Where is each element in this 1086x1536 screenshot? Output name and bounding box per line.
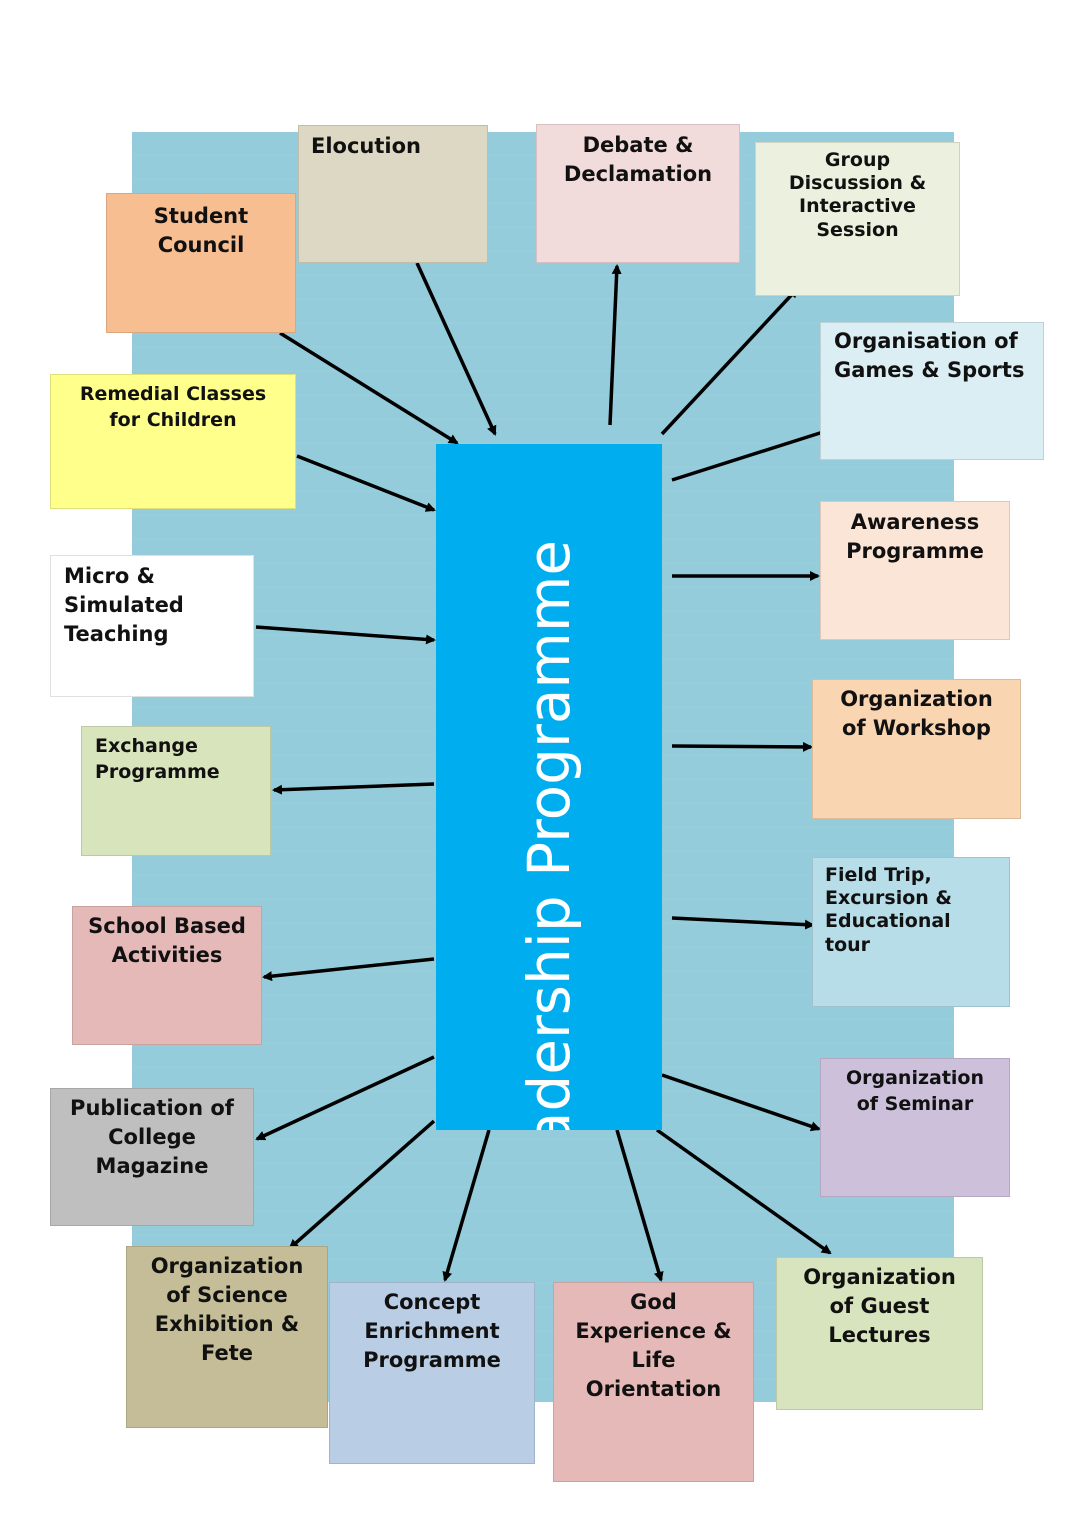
arrow-magazine [255, 1055, 435, 1141]
node-label: Publication of College Magazine [70, 1096, 234, 1178]
arrow-group-discussion [660, 287, 799, 436]
node-label: Field Trip, Excursion & Educational tour [825, 864, 952, 956]
node-elocution: Elocution [298, 125, 488, 263]
node-group-discussion: Group Discussion & Interactive Session [755, 142, 960, 296]
node-label: Exchange Programme [95, 735, 220, 784]
node-god-experience: God Experience & Life Orientation [553, 1282, 754, 1482]
arrow-god [615, 1129, 664, 1282]
center-node: Leadership Programme [436, 444, 662, 1130]
center-label: Leadership Programme [515, 539, 583, 1130]
arrow-seminar [661, 1073, 821, 1132]
node-student-council: Student Council [106, 193, 296, 333]
node-workshop: Organization of Workshop [812, 679, 1021, 819]
node-magazine: Publication of College Magazine [50, 1088, 254, 1226]
node-guest-lectures: Organization of Guest Lectures [776, 1257, 983, 1410]
arrow-remedial [296, 454, 436, 512]
arrow-exchange [272, 782, 435, 795]
arrow-elocution [415, 262, 497, 436]
node-concept-enrichment: Concept Enrichment Programme [329, 1282, 535, 1464]
node-seminar: Organization of Seminar [820, 1058, 1010, 1197]
node-label: Organization of Workshop [840, 687, 993, 740]
arrow-micro-teaching [255, 625, 436, 645]
node-label: Organization of Science Exhibition & Fet… [150, 1254, 304, 1365]
node-label: School Based Activities [88, 914, 246, 967]
arrow-debate [608, 264, 622, 426]
node-awareness: Awareness Programme [820, 501, 1010, 640]
node-label: Student Council [153, 204, 249, 257]
node-label: Organization of Guest Lectures [803, 1265, 956, 1347]
arrow-school-based [262, 957, 435, 982]
node-label: Debate & Declamation [563, 133, 713, 186]
node-label: Organisation of Games & Sports [834, 329, 1025, 382]
arrow-student-council [279, 331, 459, 445]
node-label: Concept Enrichment Programme [363, 1290, 501, 1372]
arrow-field-trip [671, 916, 815, 930]
node-label: Remedial Classes for Children [79, 383, 267, 432]
node-remedial: Remedial Classes for Children [50, 374, 296, 509]
arrow-games-sports [671, 423, 844, 482]
node-science-exhibition: Organization of Science Exhibition & Fet… [126, 1246, 328, 1428]
arrow-science [288, 1119, 436, 1250]
arrow-concept [442, 1129, 491, 1282]
node-label: Micro & Simulated Teaching [64, 564, 184, 646]
arrow-guest [655, 1128, 832, 1255]
node-label: Group Discussion & Interactive Session [788, 149, 927, 241]
node-games-sports: Organisation of Games & Sports [820, 322, 1044, 460]
node-debate: Debate & Declamation [536, 124, 740, 263]
node-label: Awareness Programme [846, 510, 984, 563]
arrow-workshop [671, 741, 813, 752]
node-field-trip: Field Trip, Excursion & Educational tour [812, 857, 1010, 1007]
node-label: God Experience & Life Orientation [575, 1290, 732, 1401]
node-label: Elocution [311, 134, 421, 158]
node-micro-teaching: Micro & Simulated Teaching [50, 555, 254, 697]
node-exchange: Exchange Programme [81, 726, 271, 856]
node-school-based: School Based Activities [72, 906, 262, 1045]
node-label: Organization of Seminar [845, 1067, 985, 1116]
